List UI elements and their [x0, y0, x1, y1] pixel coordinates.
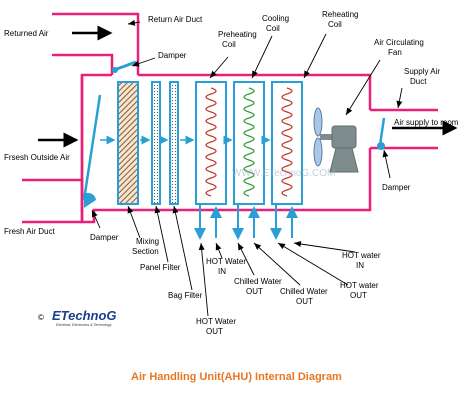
label-panel-filter: Panel Filter [140, 263, 181, 272]
label-cooling-coil-2: Coil [266, 24, 280, 33]
air-circulating-fan [313, 107, 359, 173]
label-hot-water-out-1a: HOT Water [196, 317, 236, 326]
label-reheating-coil-1: Reheating [322, 10, 358, 19]
reheating-coil [271, 81, 303, 205]
label-chilled-water-out-2a: Chilled Water [280, 287, 328, 296]
brand-tagline: Electrical, Electronics & Technology [56, 323, 112, 327]
label-mixing-section-1: Mixing [136, 237, 159, 246]
label-mixing-section-2: Section [132, 247, 159, 256]
label-supply-air-duct-1: Supply Air [404, 67, 440, 76]
label-air-supply-to-room: Air supply to room [394, 118, 459, 127]
label-reheating-coil-2: Coil [328, 20, 342, 29]
label-damper-right: Damper [382, 183, 411, 192]
damper-top [112, 60, 137, 73]
brand-logo: © ETechnoG Electrical, Electronics & Tec… [38, 308, 117, 327]
label-supply-air-duct-2: Duct [410, 77, 427, 86]
label-preheating-coil-2: Coil [222, 40, 236, 49]
label-air-circulating-fan-2: Fan [388, 48, 402, 57]
label-hot-water-out-2b: OUT [350, 291, 367, 300]
damper-left [82, 94, 102, 208]
damper-right [377, 117, 386, 150]
label-chilled-water-out-1b: OUT [246, 287, 263, 296]
label-damper-top: Damper [158, 51, 187, 60]
cooling-coil [233, 81, 265, 205]
label-fresh-air-duct: Fresh Air Duct [4, 227, 55, 236]
bag-filter [169, 81, 179, 205]
label-air-circulating-fan-1: Air Circulating [374, 38, 424, 47]
mixing-section [117, 81, 139, 205]
brand-name: ETechnoG [52, 308, 117, 323]
label-hot-water-in-1b: IN [218, 267, 226, 276]
diagram-caption: Air Handling Unit(AHU) Internal Diagram [131, 371, 342, 383]
label-return-air-duct: Return Air Duct [148, 15, 203, 24]
label-damper-left: Damper [90, 233, 119, 242]
watermark: WWW.ETechnoG.COM [232, 168, 335, 179]
label-hot-water-in-2b: IN [356, 261, 364, 270]
label-chilled-water-out-2b: OUT [296, 297, 313, 306]
copyright-symbol: © [38, 313, 44, 322]
water-pipes [194, 204, 298, 240]
label-cooling-coil-1: Cooling [262, 14, 289, 23]
label-returned-air: Returned Air [4, 29, 49, 38]
panel-filter [151, 81, 161, 205]
label-hot-water-out-2a: HOT water [340, 281, 379, 290]
preheating-coil [195, 81, 227, 205]
label-fresh-outside-air: Frsesh Outside Air [4, 153, 70, 162]
label-hot-water-in-1a: HOT Water [206, 257, 246, 266]
label-chilled-water-out-1a: Chilled Water [234, 277, 282, 286]
label-hot-water-out-1b: OUT [206, 327, 223, 336]
label-preheating-coil-1: Preheating [218, 30, 257, 39]
label-bag-filter: Bag Filter [168, 291, 203, 300]
fan-motor [331, 125, 357, 149]
leader-lines [91, 19, 403, 317]
label-hot-water-in-2a: HOT water [342, 251, 381, 260]
